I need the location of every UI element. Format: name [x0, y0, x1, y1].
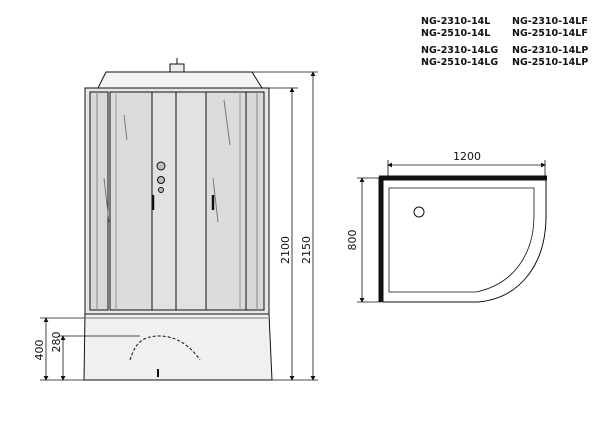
drain-icon	[413, 206, 425, 218]
shower-tray	[83, 313, 273, 381]
tray-seat-cutout	[129, 335, 201, 361]
dim-label-800: 800	[346, 230, 359, 251]
model-list-left-bottom: NG-2310-14LG NG-2510-14LG	[421, 45, 498, 69]
model-name: NG-2310-14L	[421, 16, 491, 27]
dim-label-1200: 1200	[453, 150, 481, 163]
model-name: NG-2510-14LF	[512, 28, 588, 39]
door-center-left	[151, 91, 177, 311]
top-dimensions	[357, 160, 546, 303]
roof-light	[169, 63, 185, 73]
mixer-knob-icon	[156, 161, 166, 171]
cabin-roof	[97, 71, 263, 89]
model-list-right-top: NG-2310-14LF NG-2510-14LF	[512, 16, 588, 40]
model-name: NG-2310-14LP	[512, 45, 589, 56]
front-dimensions	[40, 71, 318, 381]
model-list-right-bottom: NG-2310-14LP NG-2510-14LP	[512, 45, 588, 69]
tray-outline-inner	[388, 187, 535, 293]
tray-outline-outer	[382, 179, 547, 303]
model-list-left-top: NG-2310-14L NG-2510-14L	[421, 16, 490, 40]
top-view	[378, 175, 547, 303]
front-view	[83, 58, 273, 381]
model-name: NG-2510-14LP	[512, 57, 589, 68]
dim-label-2150: 2150	[300, 236, 313, 264]
dim-label-400: 400	[33, 340, 46, 361]
model-name: NG-2510-14LG	[421, 57, 499, 68]
model-name: NG-2310-14LG	[421, 45, 499, 56]
model-name: NG-2310-14LF	[512, 16, 588, 27]
model-name: NG-2510-14L	[421, 28, 491, 39]
door-center-right	[175, 91, 207, 311]
dim-label-2100: 2100	[279, 236, 292, 264]
side-panel-right	[245, 91, 265, 311]
side-panel-left	[89, 91, 109, 311]
mixer-knob-icon	[158, 187, 164, 193]
mixer-knob-icon	[157, 176, 165, 184]
dim-label-280: 280	[50, 332, 63, 353]
